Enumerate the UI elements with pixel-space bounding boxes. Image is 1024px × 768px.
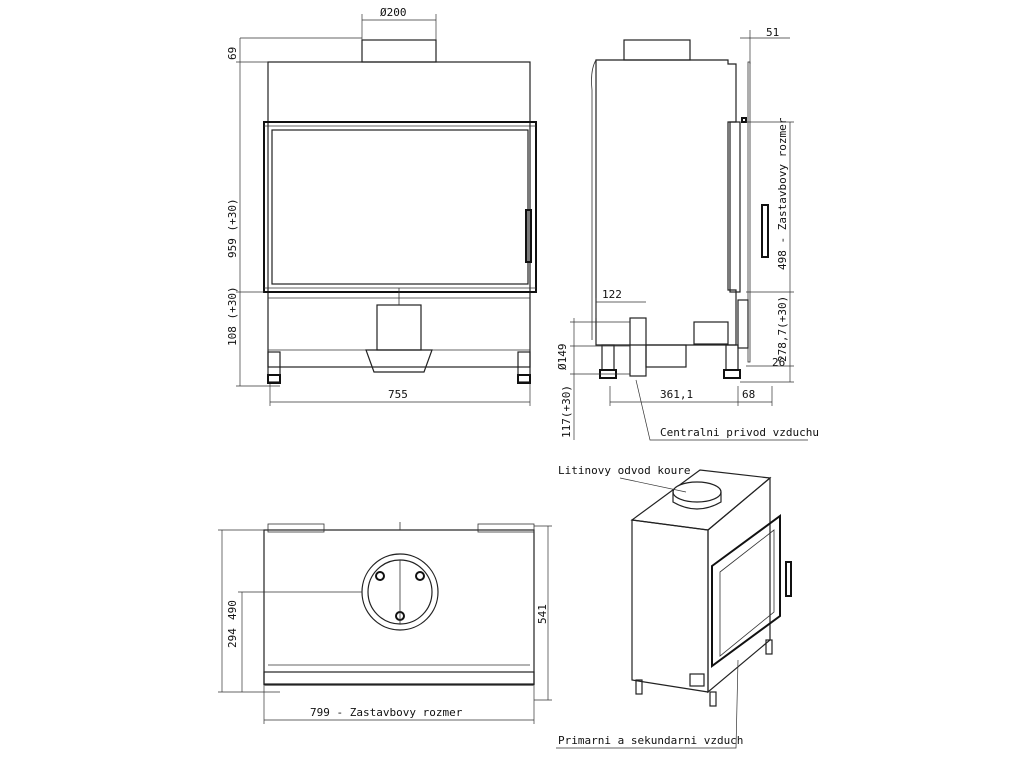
front-view	[236, 14, 537, 406]
air-inlet	[376, 304, 422, 351]
glass-panel	[271, 129, 529, 285]
side-handle	[761, 204, 769, 258]
side-inlet-diameter: Ø149	[556, 344, 569, 371]
side-foot-height: 26	[772, 356, 785, 369]
side-bracket	[693, 321, 729, 345]
central-air-label: Centralni privod vzduchu	[660, 426, 819, 439]
iso-flue-collar	[672, 481, 722, 503]
front-width: 755	[388, 388, 408, 401]
top-view	[218, 522, 552, 724]
top-body	[263, 529, 535, 686]
iso-left-face	[631, 519, 709, 693]
door-frame	[263, 121, 537, 293]
side-lower-height: 278,7(+30)	[776, 296, 789, 362]
iso-handle	[785, 561, 792, 597]
iso-flue-label: Litinovy odvod koure	[558, 464, 690, 477]
side-view	[570, 30, 808, 441]
front-diameter-label: Ø200	[380, 6, 407, 19]
top-depth-outer: 541	[536, 604, 549, 624]
ash-tray	[365, 349, 433, 373]
top-depth-total: 490	[226, 600, 239, 620]
iso-air-label: Primarni a sekundarni vzduch	[558, 734, 743, 747]
flue-leader	[619, 477, 687, 493]
side-inlet-height: 117(+30)	[560, 385, 573, 438]
side-depth-top: 51	[766, 26, 779, 39]
iso-right-face	[707, 476, 771, 694]
air-leader	[556, 659, 739, 749]
side-flue-collar	[623, 39, 691, 61]
top-flue-offset: 294	[226, 628, 239, 648]
side-body	[595, 59, 737, 346]
side-back-depth: 68	[742, 388, 755, 401]
iso-view	[556, 469, 792, 749]
air-inlet-pipe	[629, 317, 647, 377]
top-width-built-in: 799 - Zastavbovy rozmer	[310, 706, 463, 719]
front-lower-height: 108 (+30)	[226, 286, 239, 346]
front-overall-height: 959 (+30)	[226, 198, 239, 258]
front-top-offset: 69	[226, 47, 239, 60]
side-inlet-offset: 122	[602, 288, 622, 301]
front-body	[267, 61, 531, 368]
flue-collar	[361, 39, 437, 63]
central-air-leader	[635, 379, 808, 441]
door-handle	[525, 209, 532, 263]
iso-door	[711, 514, 781, 668]
side-built-in-dim: 498 - Zastavbovy rozmer	[776, 117, 789, 270]
side-inlet-depth: 361,1	[660, 388, 693, 401]
